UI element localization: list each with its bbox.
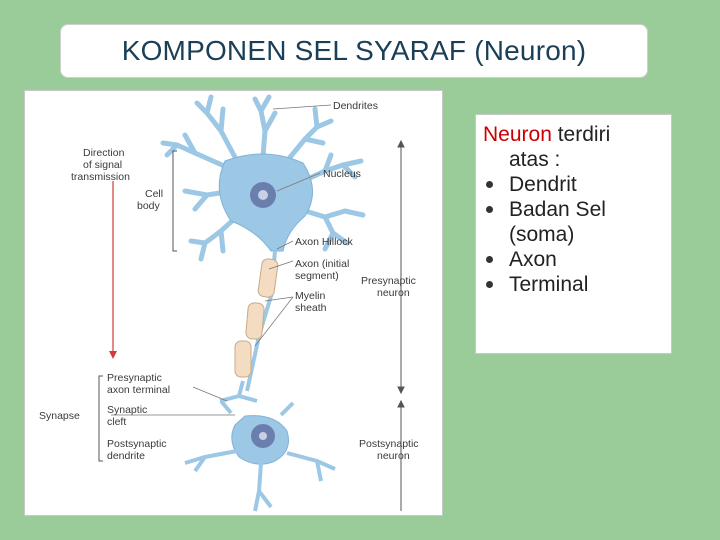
- label-presynaptic-terminal-1: Presynaptic: [107, 372, 162, 384]
- label-myelin-1: Myelin: [295, 290, 326, 302]
- list-item: Terminal: [483, 272, 665, 297]
- label-presynaptic-neuron-1: Presynaptic: [361, 275, 416, 287]
- list-item: Dendrit: [483, 172, 665, 197]
- label-myelin-2: sheath: [295, 302, 327, 314]
- label-cell-2: body: [137, 200, 161, 212]
- intro-highlight: Neuron: [483, 123, 552, 146]
- component-list: Dendrit Badan Sel (soma) Axon Terminal: [483, 172, 665, 297]
- label-cell-1: Cell: [145, 188, 163, 200]
- bullet-icon: [486, 281, 493, 288]
- list-item: Badan Sel (soma): [483, 197, 665, 247]
- label-postsynaptic-neuron-1: Postsynaptic: [359, 438, 419, 450]
- intro-cont: atas :: [509, 148, 561, 171]
- label-postsynaptic-neuron-2: neuron: [377, 450, 410, 462]
- label-synapse: Synapse: [39, 410, 80, 422]
- label-postsynaptic-dendrite-2: dendrite: [107, 450, 145, 462]
- dendrites: [160, 94, 366, 262]
- intro-text: Neuron terdiri atas :: [483, 122, 665, 172]
- label-direction-2: of signal: [83, 159, 122, 171]
- bullet-icon: [486, 181, 493, 188]
- list-item: Axon: [483, 247, 665, 272]
- myelin-sheath: [234, 258, 279, 378]
- intro-rest: terdiri: [551, 123, 611, 146]
- label-axon-initial-2: segment): [295, 270, 339, 282]
- label-cleft-2: cleft: [107, 416, 126, 428]
- label-nucleus: Nucleus: [323, 168, 361, 180]
- bullet-icon: [486, 206, 493, 213]
- label-dendrites: Dendrites: [333, 100, 378, 112]
- title-box: KOMPONEN SEL SYARAF (Neuron): [60, 24, 648, 78]
- list-item-label: Dendrit: [509, 173, 577, 196]
- label-axon-initial-1: Axon (initial: [295, 258, 349, 270]
- label-presynaptic-neuron-2: neuron: [377, 287, 410, 299]
- postsynaptic-neuron: [184, 399, 336, 512]
- label-presynaptic-terminal-2: axon terminal: [107, 384, 170, 396]
- label-axon-hillock: Axon Hillock: [295, 236, 354, 248]
- label-postsynaptic-dendrite-1: Postsynaptic: [107, 438, 167, 450]
- label-direction-1: Direction: [83, 147, 125, 159]
- label-cleft-1: Synaptic: [107, 404, 147, 416]
- text-panel: Neuron terdiri atas : Dendrit Badan Sel …: [475, 114, 672, 354]
- direction-arrow: [109, 181, 117, 359]
- list-item-label: Axon: [509, 248, 557, 271]
- neuron-diagram: Dendrites Direction of signal transmissi…: [24, 90, 443, 516]
- list-item-label: Terminal: [509, 273, 589, 296]
- label-direction-3: transmission: [71, 171, 130, 183]
- slide-title: KOMPONEN SEL SYARAF (Neuron): [121, 35, 587, 66]
- list-item-label: Badan Sel (soma): [509, 198, 606, 246]
- neuron-illustration: Dendrites Direction of signal transmissi…: [39, 94, 419, 512]
- bullet-icon: [486, 256, 493, 263]
